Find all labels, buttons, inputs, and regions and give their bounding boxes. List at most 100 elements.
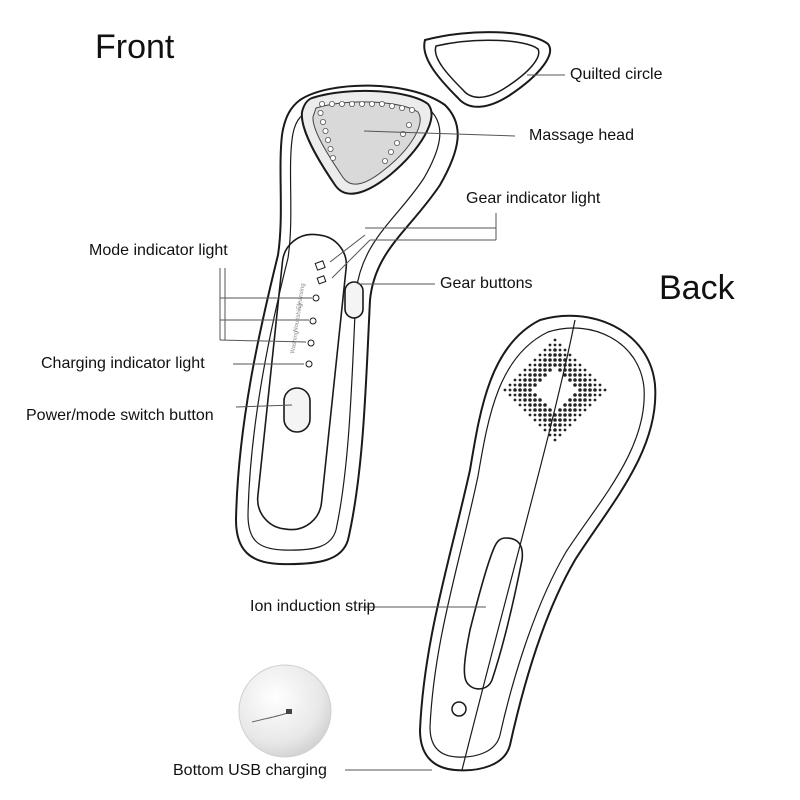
back-pattern-dot (563, 428, 567, 432)
back-pattern-dot (523, 388, 527, 392)
back-pattern-dot (573, 403, 577, 407)
back-pattern-dot (583, 398, 587, 402)
head-led-dot (329, 154, 336, 161)
back-pattern-dot (513, 393, 517, 397)
gear-indicator-lights (314, 260, 327, 285)
label-gear-indicator-light: Gear indicator light (466, 190, 601, 207)
gear-button[interactable] (344, 281, 364, 319)
back-pattern-dot (533, 368, 537, 372)
back-pattern-dot (563, 358, 567, 362)
back-pattern-dot (508, 388, 512, 392)
back-pattern-dot (563, 373, 567, 377)
back-pattern-dot (573, 393, 577, 397)
back-pattern-dot (528, 368, 532, 372)
usb-charging-photo (238, 664, 332, 758)
back-pattern-dot (588, 398, 592, 402)
head-led-dot (405, 122, 412, 129)
back-pattern-dot (528, 413, 532, 417)
back-pattern-dot (568, 378, 572, 382)
back-pattern-dot (598, 388, 602, 392)
back-pattern-dot (593, 378, 597, 382)
ion-induction-strip-shape (463, 537, 524, 690)
back-pattern-dot (568, 368, 572, 372)
back-pattern-dot (503, 388, 507, 392)
back-pattern-dot (543, 403, 547, 407)
charging-indicator-light (305, 360, 313, 368)
back-pattern-dot (533, 363, 537, 367)
back-pattern-dot (508, 393, 512, 397)
back-pattern-dot (573, 378, 577, 382)
back-pattern-dot (543, 348, 547, 352)
back-pattern-dot (548, 433, 552, 437)
back-pattern-dot (513, 398, 517, 402)
back-pattern-dot (553, 418, 557, 422)
back-pattern-dot (558, 423, 562, 427)
back-pattern-dot (548, 418, 552, 422)
head-led-dot (388, 103, 395, 110)
back-pattern-dot (578, 388, 582, 392)
leader-lines (219, 74, 565, 771)
back-pattern-dot (523, 408, 527, 412)
back-pattern-dot (533, 408, 537, 412)
back-pattern-dot (568, 408, 572, 412)
back-pattern-dot (573, 358, 577, 362)
back-pattern-dot (593, 383, 597, 387)
back-pattern-dot (528, 403, 532, 407)
back-pattern-dot (548, 353, 552, 357)
back-pattern-dot (558, 363, 562, 367)
back-pattern-dot (563, 353, 567, 357)
back-pattern-dot (538, 358, 542, 362)
back-pattern-dot (553, 438, 557, 442)
back-pattern-dot (588, 383, 592, 387)
back-pattern-dot (538, 398, 542, 402)
back-pattern-dot (523, 403, 527, 407)
back-pattern-dot (583, 383, 587, 387)
head-led-dot (378, 101, 385, 108)
back-pattern-dot (583, 368, 587, 372)
back-pattern-dot (588, 378, 592, 382)
head-led-dot (327, 145, 334, 152)
back-pattern-dot (523, 373, 527, 377)
back-pattern-dot (533, 418, 537, 422)
back-pattern-dot (518, 398, 522, 402)
back-pattern-dot (573, 363, 577, 367)
head-led-dot (348, 101, 355, 108)
back-pattern-dot (533, 373, 537, 377)
back-pattern-dot (518, 378, 522, 382)
back-pattern-dot (538, 378, 542, 382)
back-pattern-dot (568, 418, 572, 422)
head-led-dot (318, 101, 325, 108)
back-pattern-dot (513, 383, 517, 387)
back-pattern-dot (538, 408, 542, 412)
back-pattern-dot (573, 413, 577, 417)
back-pattern-dot (533, 358, 537, 362)
back-pattern-dot (578, 398, 582, 402)
back-pattern-dot (568, 403, 572, 407)
back-pattern-dot (528, 393, 532, 397)
power-mode-switch-button[interactable] (283, 387, 311, 433)
back-pattern-dot (543, 423, 547, 427)
back-pattern-dot (548, 348, 552, 352)
back-pattern-dot (523, 398, 527, 402)
back-pattern-dot (523, 368, 527, 372)
label-charging-indicator-light: Charging indicator light (41, 355, 205, 372)
back-pattern-dot (538, 353, 542, 357)
back-pattern-dot (578, 383, 582, 387)
head-led-dot (393, 139, 400, 146)
back-pattern-dot (573, 383, 577, 387)
back-pattern-dot (558, 418, 562, 422)
control-panel (256, 233, 348, 531)
back-pattern-dot (558, 353, 562, 357)
back-pattern-dot (538, 418, 542, 422)
back-pattern-dot (568, 353, 572, 357)
back-pattern-dot (533, 383, 537, 387)
back-pattern-dot (538, 368, 542, 372)
back-pattern-dot (543, 363, 547, 367)
back-device-body (418, 314, 657, 772)
back-pattern-dot (593, 398, 597, 402)
back-pattern-dot (553, 358, 557, 362)
head-led-dot (319, 119, 326, 126)
back-pattern-dot (518, 373, 522, 377)
back-pattern-dot (578, 368, 582, 372)
label-gear-buttons: Gear buttons (440, 275, 533, 292)
